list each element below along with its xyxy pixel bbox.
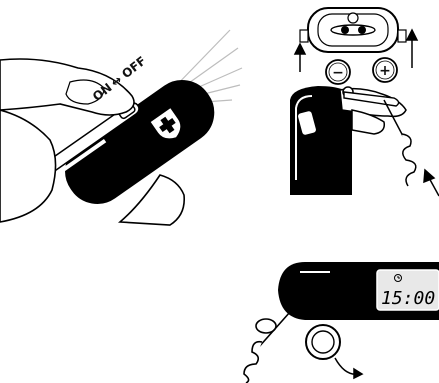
battery-minus: − bbox=[326, 60, 350, 84]
panel-switch: ON ↔ OFF bbox=[0, 30, 242, 225]
panel-battery: − + bbox=[290, 8, 439, 196]
off-label: OFF bbox=[119, 54, 149, 81]
battery-cover bbox=[300, 8, 406, 52]
clock-time: 15:00 bbox=[381, 288, 435, 309]
panel-clock: 15:00 bbox=[244, 262, 439, 383]
rotate-arrow-icon bbox=[335, 358, 362, 378]
battery-plus: + bbox=[373, 58, 397, 82]
scissor-ring bbox=[306, 325, 340, 359]
up-arrow-right-icon bbox=[407, 30, 417, 68]
plus-symbol: + bbox=[379, 63, 391, 79]
corkscrew-arrow-icon bbox=[424, 170, 439, 196]
minus-symbol: − bbox=[332, 65, 344, 81]
up-arrow-left-icon bbox=[295, 44, 305, 72]
